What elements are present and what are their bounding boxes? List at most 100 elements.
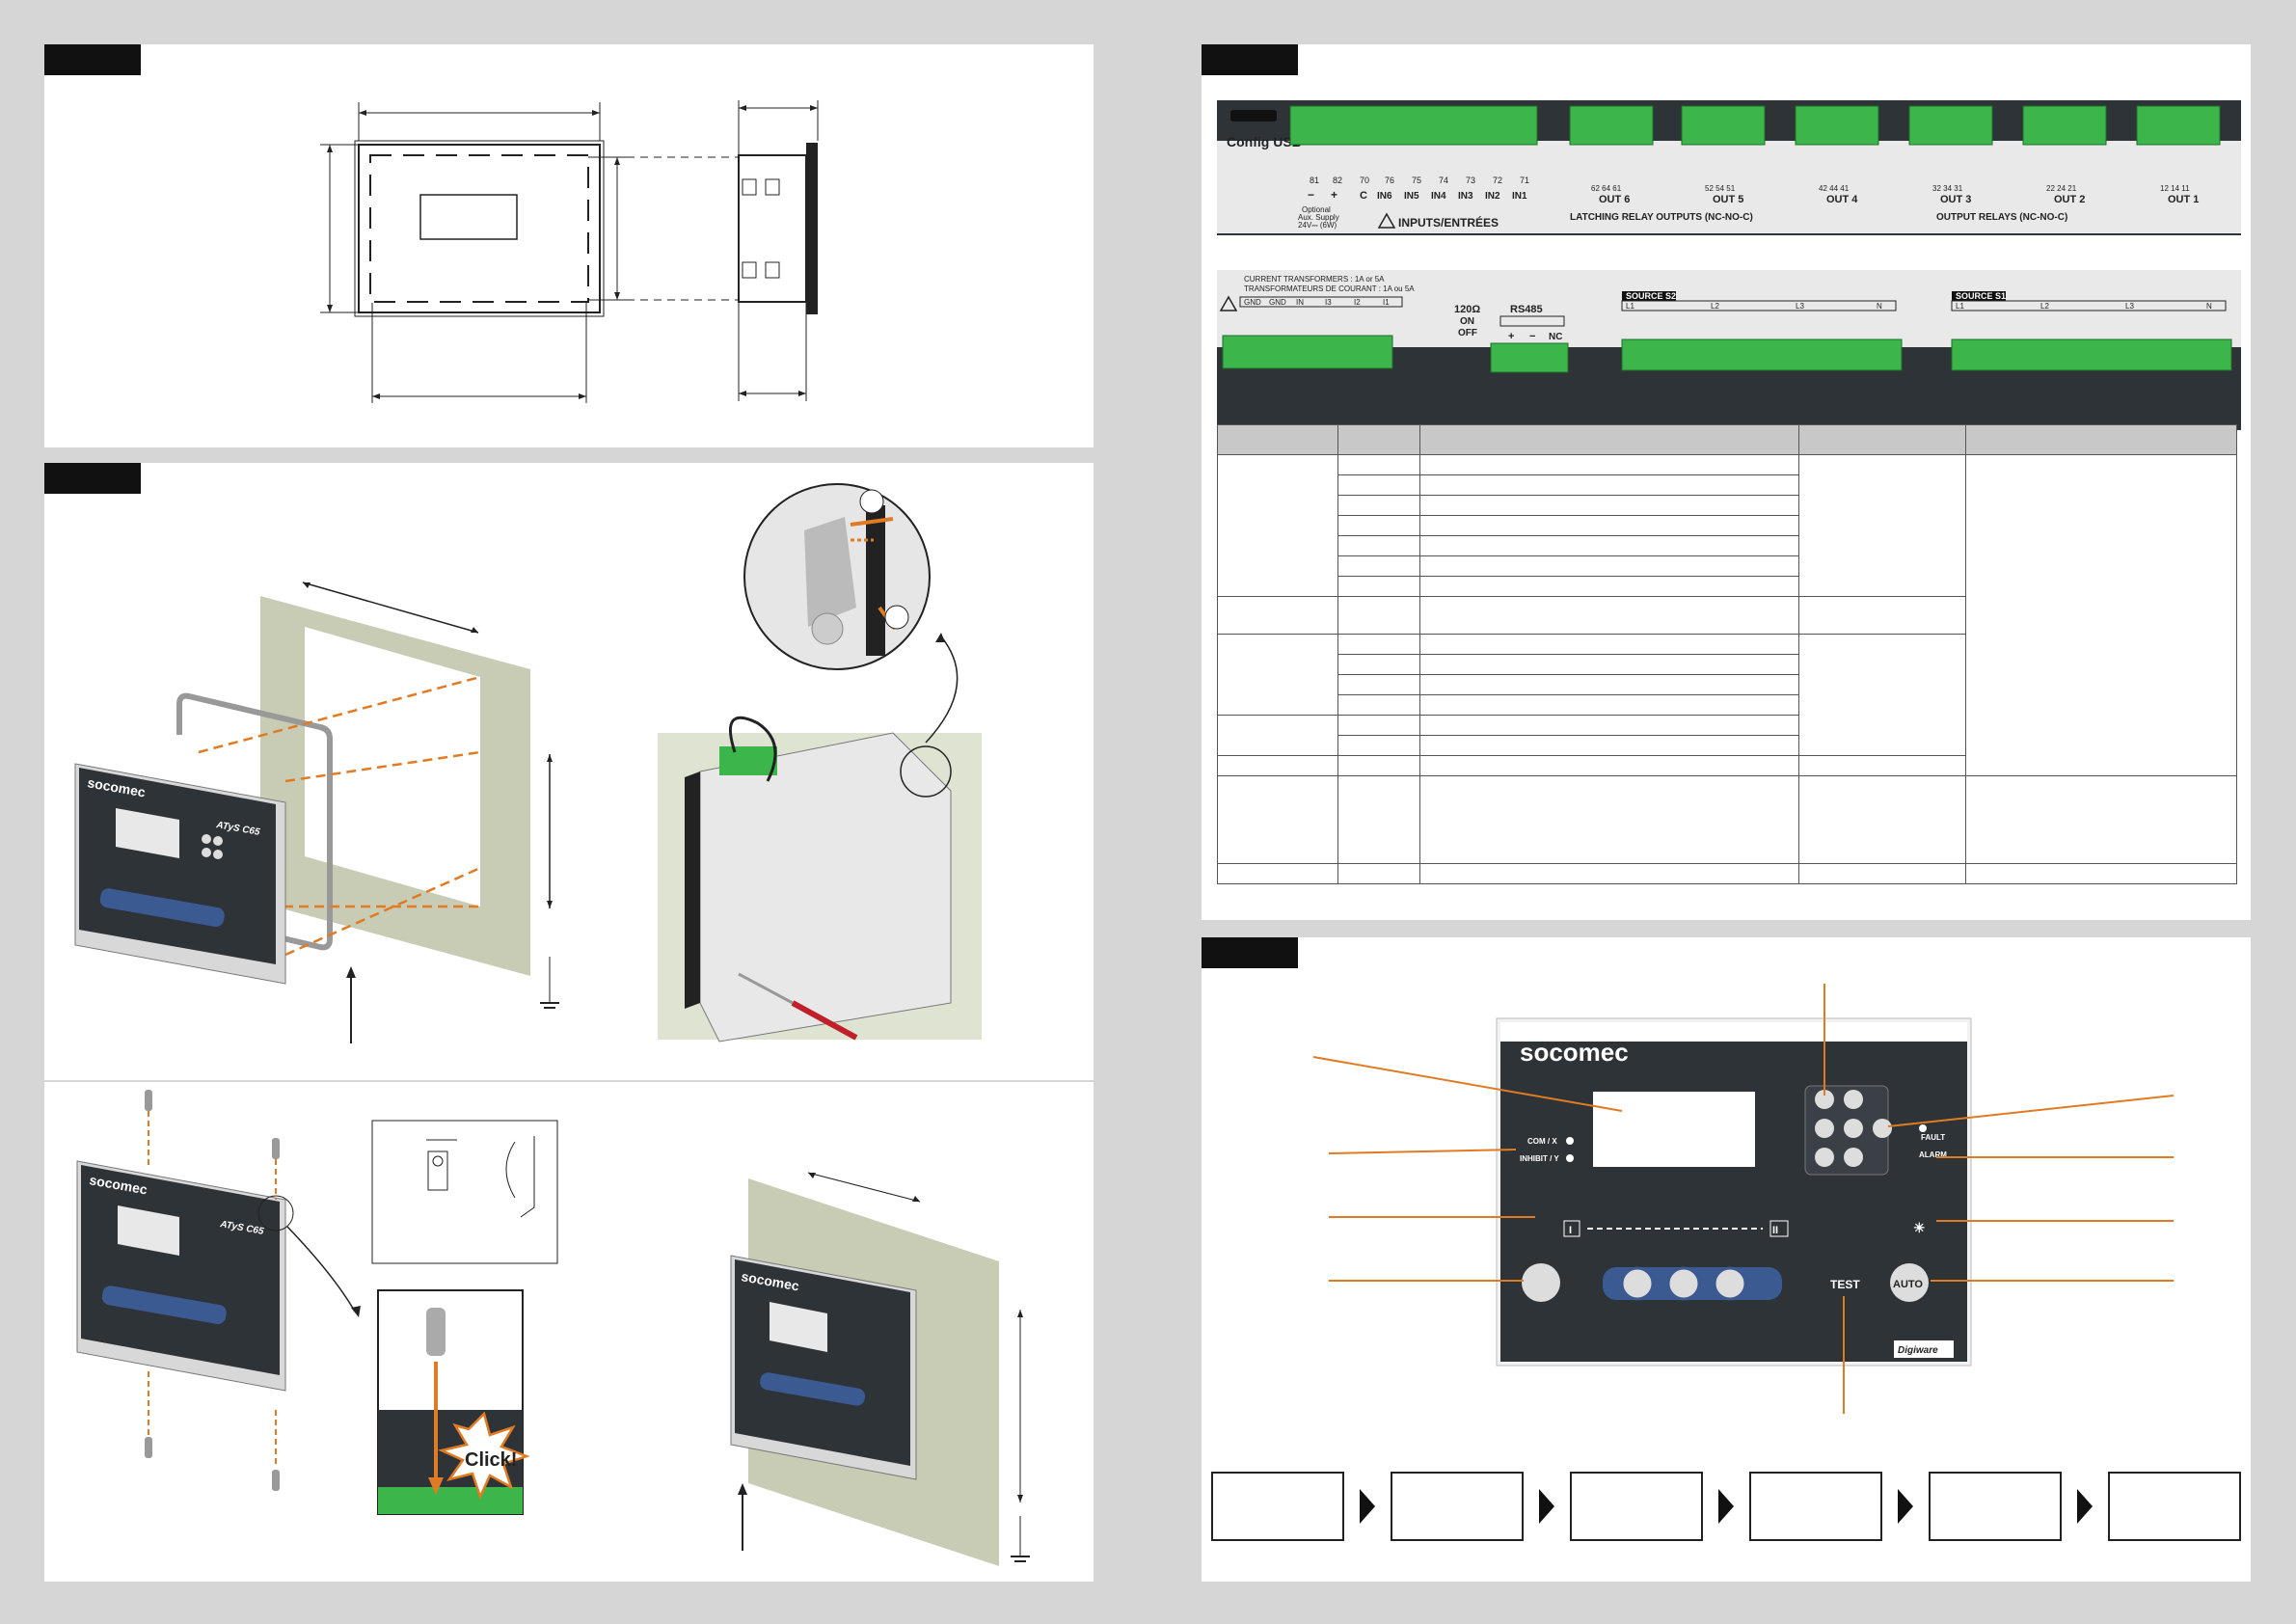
termination-label: 120Ω bbox=[1454, 304, 1480, 315]
s1-l3: L3 bbox=[2125, 302, 2134, 311]
com-label: COM / X bbox=[1527, 1137, 1557, 1146]
s2-l1: L1 bbox=[1626, 302, 1634, 311]
dimension-drawing bbox=[320, 100, 819, 403]
test-button-label: TEST bbox=[1830, 1278, 1860, 1291]
latching-label: LATCHING RELAY OUTPUTS (NC-NO-C) bbox=[1570, 212, 1753, 223]
position-i-label: I bbox=[1569, 1225, 1572, 1236]
termination-off: OFF bbox=[1458, 328, 1477, 338]
section-tab bbox=[1202, 937, 1298, 968]
flow-arrow-5 bbox=[2077, 1489, 2093, 1524]
panel-wiring: Config USB 81 82 70 76 75 74 73 72 71 − … bbox=[1202, 44, 2251, 920]
flow-step-5 bbox=[1929, 1472, 2062, 1541]
wiring-table bbox=[1217, 424, 2237, 884]
terminal-72: 72 bbox=[1493, 176, 1502, 185]
out3-label: OUT 3 bbox=[1940, 194, 1971, 205]
out5-pins: 52 54 51 bbox=[1705, 184, 1736, 193]
inputs-label: INPUTS/ENTRÉES bbox=[1398, 215, 1499, 230]
ct-gnd-2: GND bbox=[1269, 298, 1286, 307]
input-in1: IN1 bbox=[1512, 191, 1527, 202]
clip-drawing: socomec ATyS C65 Click! bbox=[76, 1090, 1030, 1566]
panel-mounting: socomec ATyS C65 bbox=[44, 463, 1094, 1080]
terminal-75: 75 bbox=[1412, 176, 1421, 185]
input-in5: IN5 bbox=[1404, 191, 1419, 202]
terminal-70: 70 bbox=[1360, 176, 1369, 185]
alarm-label: ALARM bbox=[1919, 1150, 1947, 1159]
sign-minus: − bbox=[1308, 188, 1314, 202]
input-in4: IN4 bbox=[1431, 191, 1446, 202]
ct-line-2: TRANSFORMATEURS DE COURANT : 1A ou 5A bbox=[1244, 284, 1415, 293]
out1-pins: 12 14 11 bbox=[2160, 184, 2190, 193]
section-tab bbox=[44, 44, 141, 75]
termination-on: ON bbox=[1460, 316, 1474, 327]
flow-arrow-2 bbox=[1539, 1489, 1554, 1524]
rs485-label: RS485 bbox=[1510, 304, 1543, 315]
s2-n: N bbox=[1877, 302, 1882, 311]
flow-step-4 bbox=[1749, 1472, 1882, 1541]
mounting-drawing: socomec ATyS C65 bbox=[74, 483, 982, 1043]
out2-label: OUT 2 bbox=[2054, 194, 2085, 205]
brightness-icon: ☀ bbox=[1913, 1220, 1926, 1235]
s1-l1: L1 bbox=[1956, 302, 1964, 311]
terminal-81: 81 bbox=[1310, 176, 1319, 185]
aux-supply-label: Aux. Supply bbox=[1298, 213, 1339, 222]
input-in2: IN2 bbox=[1485, 191, 1500, 202]
flow-step-3 bbox=[1570, 1472, 1703, 1541]
ct-i2: I2 bbox=[1354, 298, 1361, 307]
out1-label: OUT 1 bbox=[2168, 194, 2199, 205]
sign-common: C bbox=[1360, 190, 1367, 202]
fault-label: FAULT bbox=[1921, 1133, 1945, 1142]
s2-l2: L2 bbox=[1711, 302, 1719, 311]
sign-plus: + bbox=[1331, 188, 1337, 202]
ct-in: IN bbox=[1296, 298, 1304, 307]
front-brand: socomec bbox=[1520, 1038, 1629, 1067]
section-tab bbox=[44, 463, 141, 494]
ct-line-1: CURRENT TRANSFORMERS : 1A or 5A bbox=[1244, 275, 1385, 284]
digiware-label: Digiware bbox=[1898, 1345, 1938, 1356]
terminal-76: 76 bbox=[1385, 176, 1394, 185]
panel-dimensions bbox=[44, 44, 1094, 447]
input-in6: IN6 bbox=[1377, 191, 1392, 202]
source-s2-label: SOURCE S2 bbox=[1626, 291, 1676, 301]
s1-l2: L2 bbox=[2040, 302, 2049, 311]
out6-label: OUT 6 bbox=[1599, 194, 1630, 205]
flow-arrow-1 bbox=[1360, 1489, 1375, 1524]
click-label: Click! bbox=[465, 1449, 517, 1471]
out4-label: OUT 4 bbox=[1826, 194, 1858, 205]
source-s1-label: SOURCE S1 bbox=[1956, 291, 2006, 301]
out4-pins: 42 44 41 bbox=[1819, 184, 1850, 193]
ct-gnd-1: GND bbox=[1244, 298, 1261, 307]
ct-i3: I3 bbox=[1325, 298, 1332, 307]
flow-arrow-3 bbox=[1718, 1489, 1734, 1524]
front-panel-drawing: socomec COM / X INHIBIT / Y FAULT ALARM … bbox=[1312, 984, 2174, 1414]
auto-button-label: AUTO bbox=[1893, 1279, 1923, 1290]
flow-arrow-4 bbox=[1898, 1489, 1913, 1524]
s1-n: N bbox=[2206, 302, 2212, 311]
rs485-nc: NC bbox=[1549, 332, 1562, 342]
terminal-strip-top: Config USB 81 82 70 76 75 74 73 72 71 − … bbox=[1217, 100, 2241, 430]
out3-pins: 32 34 31 bbox=[1932, 184, 1963, 193]
panel-front-description: socomec COM / X INHIBIT / Y FAULT ALARM … bbox=[1202, 937, 2251, 1582]
usb-config-label: Config USB bbox=[1227, 134, 1302, 149]
supply-value: 24V⎓ (6W) bbox=[1298, 221, 1337, 230]
terminal-71: 71 bbox=[1520, 176, 1529, 185]
flow-step-2 bbox=[1391, 1472, 1524, 1541]
flow-step-6 bbox=[2108, 1472, 2241, 1541]
ct-i1: I1 bbox=[1383, 298, 1390, 307]
output-relays-label: OUTPUT RELAYS (NC-NO-C) bbox=[1936, 212, 2067, 223]
section-tab bbox=[1202, 44, 1298, 75]
out2-pins: 22 24 21 bbox=[2046, 184, 2077, 193]
terminal-74: 74 bbox=[1439, 176, 1448, 185]
out5-label: OUT 5 bbox=[1713, 194, 1743, 205]
optional-label: Optional bbox=[1302, 205, 1331, 214]
rs485-plus: + bbox=[1508, 331, 1514, 342]
terminal-82: 82 bbox=[1333, 176, 1342, 185]
terminal-73: 73 bbox=[1466, 176, 1475, 185]
panel-clip-mounting: socomec ATyS C65 Click! bbox=[44, 1082, 1094, 1582]
position-ii-label: II bbox=[1772, 1225, 1778, 1236]
s2-l3: L3 bbox=[1796, 302, 1804, 311]
out6-pins: 62 64 61 bbox=[1591, 184, 1622, 193]
flow-step-1 bbox=[1211, 1472, 1344, 1541]
input-in3: IN3 bbox=[1458, 191, 1473, 202]
inhibit-label: INHIBIT / Y bbox=[1520, 1154, 1559, 1163]
rs485-minus: − bbox=[1529, 331, 1535, 342]
